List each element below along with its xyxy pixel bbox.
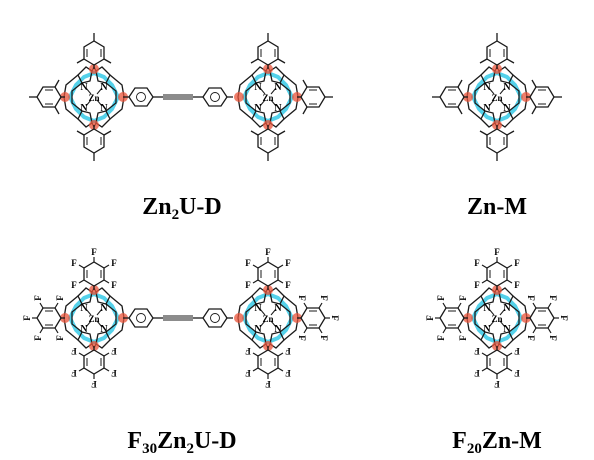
caption-f20znm: F20Zn-M [452,428,542,457]
znm-molecule [431,32,563,162]
zn2ud-molecule [28,32,334,162]
f30zn2ud-molecule [21,246,341,390]
caption-f30zn2ud: F30Zn2U-D [127,428,236,457]
f20znm-molecule [424,246,570,390]
caption-znm: Zn-M [467,194,527,220]
caption-zn2ud: Zn2U-D [142,194,222,223]
